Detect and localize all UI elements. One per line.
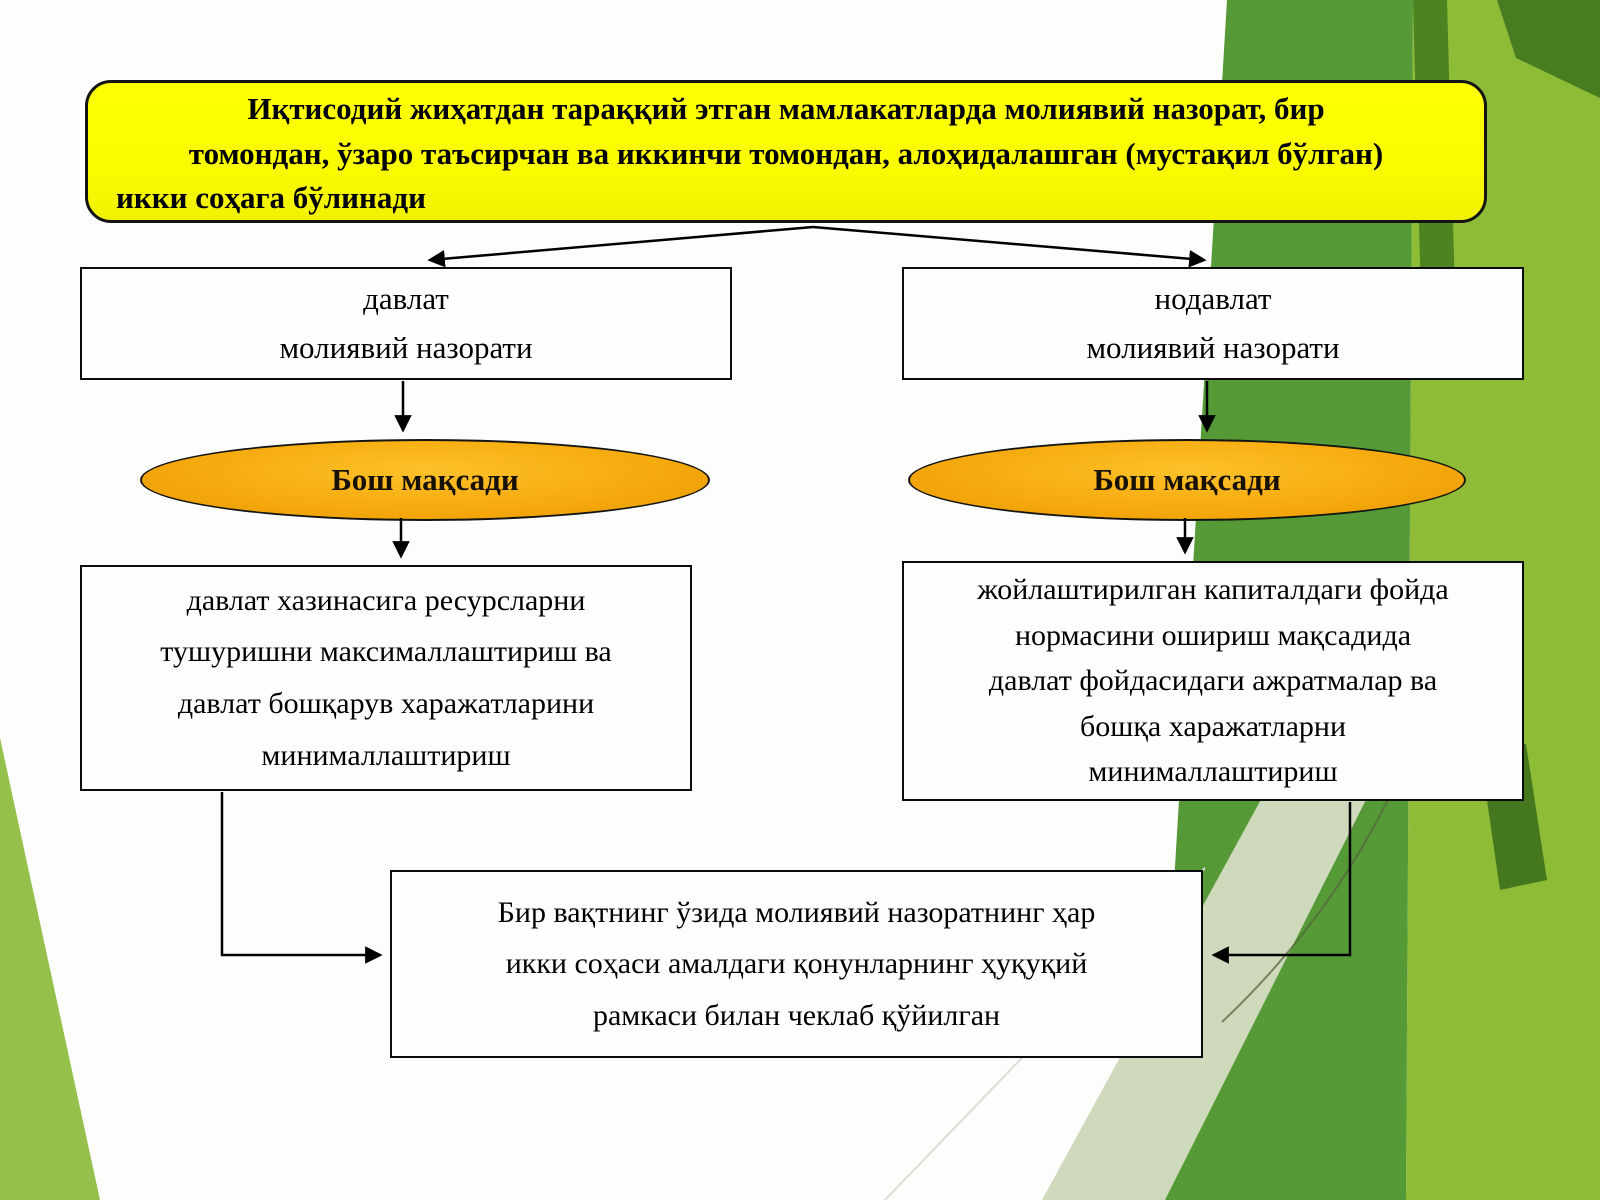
goal-ellipse-label: Бош мақсади xyxy=(1093,462,1281,497)
title-line: икки соҳага бўлинади xyxy=(116,179,426,215)
state-goal-box: давлат хазинасига ресурсларни тушуришни … xyxy=(80,565,692,791)
box-text-line: давлат хазинасига ресурсларни xyxy=(186,583,586,617)
goal-ellipse-right: Бош мақсади xyxy=(908,439,1466,521)
box-text-line: нодавлат xyxy=(1154,281,1272,317)
bg-shape-left-wedge xyxy=(0,738,100,1200)
box-text-line: молиявий назорати xyxy=(279,329,533,365)
bg-shape-dark-corner xyxy=(1497,0,1600,98)
box-text-line: рамкаси билан чеклаб қўйилган xyxy=(592,998,1001,1032)
state-control-box: давлат молиявий назорати xyxy=(80,267,732,380)
nonstate-control-box: нодавлат молиявий назорати xyxy=(902,267,1524,380)
box-text-line: молиявий назорати xyxy=(1086,329,1340,365)
box-text-line: икки соҳаси амалдаги қонунларнинг ҳуқуқи… xyxy=(505,947,1088,981)
title-line: Иқтисодий жиҳатдан тараққий этган мамлак… xyxy=(247,91,1325,127)
box-text-line: минималлаштириш xyxy=(261,738,511,772)
box-text-line: жойлаштирилган капиталдаги фойда xyxy=(977,573,1449,607)
box-text-line: давлат xyxy=(363,281,449,317)
nonstate-goal-box: жойлаштирилган капиталдаги фойда нормаси… xyxy=(902,561,1524,801)
title-line: томондан, ўзаро таъсирчан ва иккинчи том… xyxy=(188,135,1384,171)
box-text-line: бошқа харажатларни xyxy=(1079,709,1346,743)
box-text-line: Бир вақтнинг ўзида молиявий назоратнинг … xyxy=(497,895,1096,929)
goal-ellipse-left: Бош мақсади xyxy=(140,439,710,521)
box-text-line: давлат бошқарув харажатларини xyxy=(177,687,595,720)
box-text-line: нормасини ошириш мақсадида xyxy=(1014,618,1412,652)
box-text-line: давлат фойдасидаги ажратмалар ва xyxy=(988,664,1438,698)
title-box: Иқтисодий жиҳатдан тараққий этган мамлак… xyxy=(85,80,1487,223)
box-text-line: тушуришни максималлаштириш ва xyxy=(160,635,612,669)
box-text-line: минималлаштириш xyxy=(1088,755,1338,789)
conclusion-box: Бир вақтнинг ўзида молиявий назоратнинг … xyxy=(390,870,1203,1058)
goal-ellipse-label: Бош мақсади xyxy=(331,462,519,497)
